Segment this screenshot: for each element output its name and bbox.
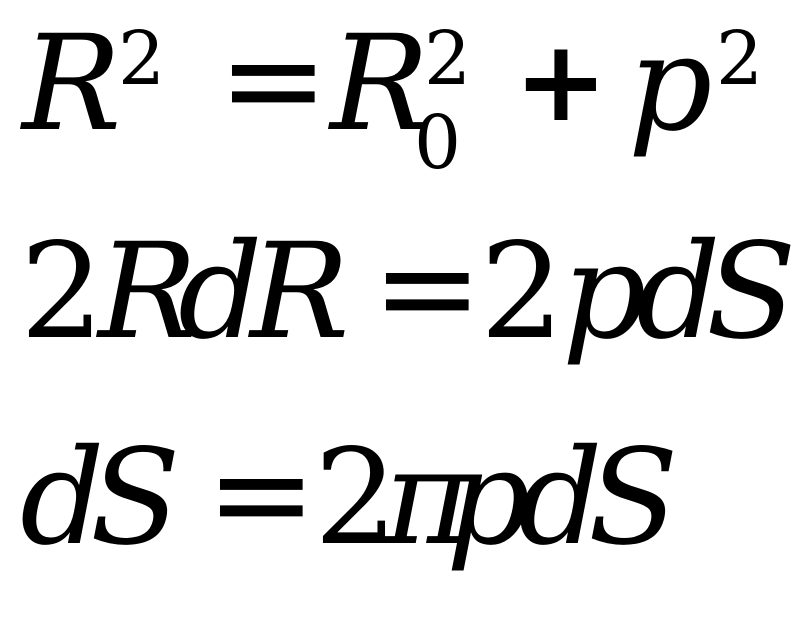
eq3-rhs-var-p: p — [446, 421, 531, 575]
eq2-lhs-coefficient: 2 — [20, 215, 104, 369]
eq3-rhs-var-S: S — [588, 421, 679, 575]
eq2-rhs-var-S: S — [706, 215, 797, 369]
eq2-equals-sign: = — [372, 211, 483, 365]
eq2-rhs-var-p: p — [562, 215, 647, 369]
eq3-equals-sign: = — [206, 417, 317, 571]
eq2-lhs-var-d: d — [178, 215, 263, 369]
eq1-lhs-exponent: 2 — [118, 16, 166, 102]
equation-3: d S = 2 π p d S — [0, 414, 811, 564]
eq3-lhs-var-S: S — [90, 421, 181, 575]
eq3-rhs-coefficient: 2 — [314, 421, 398, 575]
eq1-rhs-term2-exponent: 2 — [716, 16, 764, 102]
eq3-rhs-pi: π — [384, 421, 471, 575]
eq1-rhs-term1-exponent: 2 — [424, 16, 472, 102]
eq1-rhs-term1-subscript: 0 — [414, 100, 462, 186]
eq3-lhs-var-d: d — [20, 421, 105, 575]
eq1-equals-sign: = — [218, 3, 329, 157]
eq2-rhs-var-d: d — [636, 215, 721, 369]
eq1-lhs-base: R — [22, 7, 122, 161]
eq1-rhs-term1-base: R — [330, 7, 430, 161]
eq2-rhs-coefficient: 2 — [480, 215, 564, 369]
equation-2: 2 R d R = 2 p d S — [0, 208, 811, 358]
eq1-plus-sign: + — [514, 17, 608, 147]
eq3-rhs-var-d: d — [518, 421, 603, 575]
eq2-lhs-var-R: R — [98, 215, 198, 369]
equation-1: R 2 = R 2 0 + p 2 — [0, 0, 811, 180]
eq2-lhs-var-R2: R — [250, 215, 350, 369]
eq1-rhs-term2-base: p — [628, 7, 713, 161]
